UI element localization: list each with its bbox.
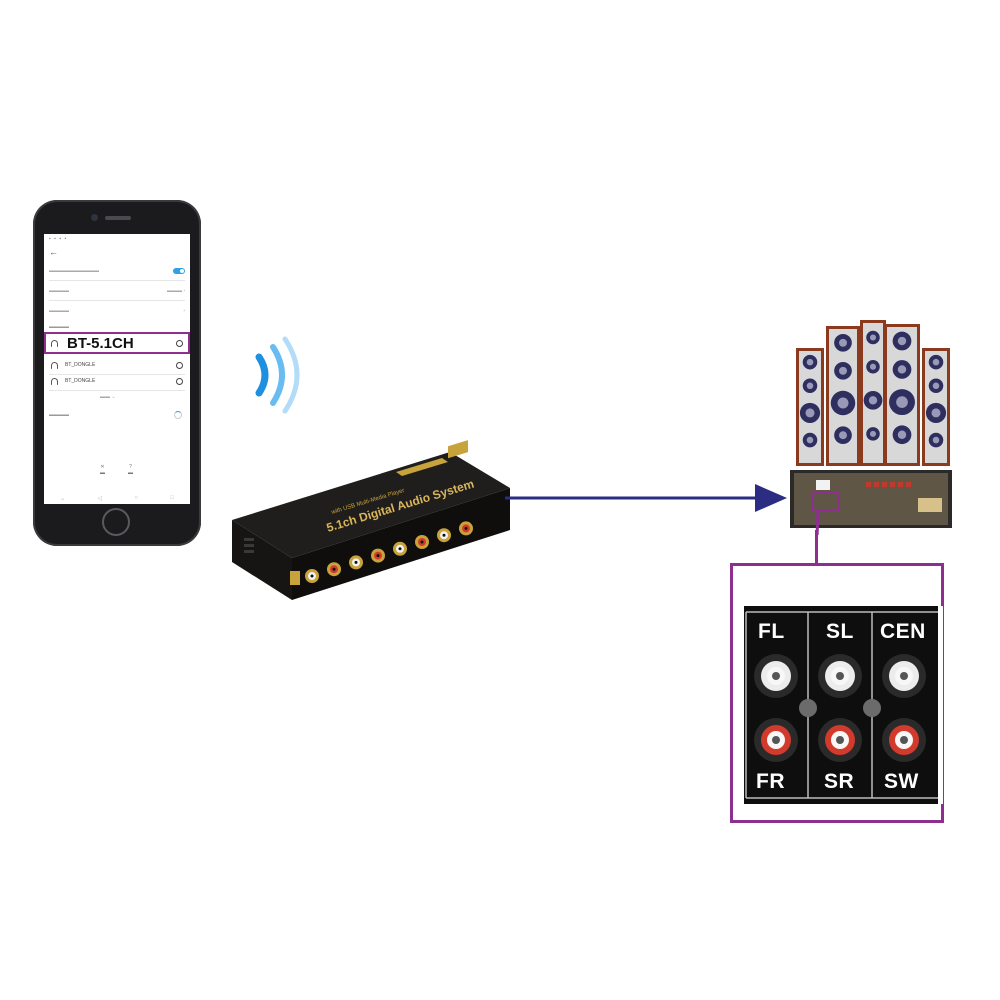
- label-sw: SW: [884, 770, 919, 793]
- speaker-driver-cap: [806, 382, 814, 390]
- panel-screw: [799, 699, 817, 717]
- rca-jack-pin: [772, 672, 780, 680]
- label-sr: SR: [824, 770, 855, 793]
- speaker-driver-cap: [805, 408, 815, 418]
- bluetooth-toggle[interactable]: [173, 268, 185, 274]
- help-icon[interactable]: ?▬: [128, 464, 133, 476]
- received-files-row[interactable]: ▬▬▬▬ ›: [49, 304, 185, 318]
- speaker-driver-cap: [897, 430, 907, 439]
- speaker-driver-cap: [932, 358, 940, 366]
- speaker-driver-cap: [869, 363, 877, 370]
- power-port: [290, 571, 300, 585]
- speaker-driver-cap: [839, 338, 847, 347]
- chevron-right-icon: ▬▬▬ ›: [166, 288, 185, 294]
- bluetooth-settings-screen: ▪ ▪ ▪ ▪ ← ▬▬▬▬▬▬▬▬▬▬ ▬▬▬▬ ▬▬▬ › ▬▬▬▬ › ▬…: [44, 234, 190, 504]
- divider: [49, 374, 185, 375]
- row-text: ▬▬▬▬: [49, 288, 69, 294]
- digital-audio-converter: 5.1ch Digital Audio System with USB Mult…: [232, 440, 510, 600]
- speaker-system: [790, 320, 952, 535]
- label-fl: FL: [758, 620, 785, 643]
- speaker-driver-cap: [869, 430, 877, 437]
- status-bar: ▪ ▪ ▪ ▪: [49, 236, 68, 242]
- panel-screw: [863, 699, 881, 717]
- receiver-jack-block: [816, 480, 830, 490]
- show-more-toggle[interactable]: ▬▬ ⌄: [100, 394, 116, 400]
- paired-device-bt-5-1ch[interactable]: BT-5.1CH: [67, 335, 134, 352]
- speaker-driver-cap: [869, 334, 877, 341]
- smartphone: ▪ ▪ ▪ ▪ ← ▬▬▬▬▬▬▬▬▬▬ ▬▬▬▬ ▬▬▬ › ▬▬▬▬ › ▬…: [33, 200, 201, 546]
- speaker-driver-cap: [932, 382, 940, 390]
- speaker-driver-cap: [806, 436, 814, 444]
- speaker-driver-cap: [868, 396, 878, 405]
- speaker-driver-cap: [932, 436, 940, 444]
- connection-arrow: [505, 484, 787, 512]
- rca-jack-pin: [836, 736, 844, 744]
- rca-jack-pin: [772, 736, 780, 744]
- speaker-driver-cap: [897, 365, 907, 374]
- paired-device-dongle-2[interactable]: BT_DONGLE: [65, 378, 96, 384]
- row-text: ▬▬▬▬▬▬▬▬▬▬: [49, 268, 99, 274]
- nav-back-icon[interactable]: ◁: [97, 495, 103, 502]
- paired-device-dongle-1[interactable]: BT_DONGLE: [65, 362, 96, 368]
- chevron-right-icon: ›: [183, 308, 185, 314]
- settings-gear-icon[interactable]: [176, 362, 183, 369]
- divider: [49, 280, 185, 281]
- available-devices-header: ▬▬▬▬: [49, 412, 69, 418]
- nav-recent-icon[interactable]: □: [170, 495, 174, 501]
- speaker-driver-cap: [931, 408, 941, 418]
- speakers: [796, 320, 950, 466]
- bluetooth-toggle-row[interactable]: ▬▬▬▬▬▬▬▬▬▬: [49, 264, 185, 278]
- speaker-driver-cap: [839, 431, 847, 440]
- rca-jack-pin: [836, 672, 844, 680]
- callout-line: [815, 530, 818, 566]
- converter-rca-jack-pin: [332, 567, 336, 571]
- highlighted-device-frame: [44, 332, 190, 354]
- converter-rca-jack-pin: [376, 554, 380, 558]
- scanning-spinner-icon: [174, 411, 182, 419]
- hdmi-port: [448, 440, 468, 459]
- converter-rca-jack-pin: [420, 540, 424, 544]
- rca-jack-pin: [900, 672, 908, 680]
- converter-rca-jack-pin: [398, 547, 402, 551]
- camera-icon: [91, 214, 98, 221]
- nav-down-icon[interactable]: ⌄: [60, 495, 66, 502]
- converter-rca-jack-pin: [442, 533, 446, 537]
- rca-output-row: [305, 521, 473, 583]
- headphones-icon: [51, 340, 58, 347]
- earpiece: [105, 216, 131, 220]
- speaker-driver-cap: [806, 358, 814, 366]
- nav-home-icon[interactable]: ○: [134, 495, 138, 501]
- headphones-icon: [51, 378, 58, 385]
- speaker-driver-cap: [837, 397, 849, 409]
- speaker-driver-cap: [897, 336, 907, 346]
- converter-rca-jack-pin: [310, 574, 314, 578]
- label-sl: SL: [826, 620, 854, 643]
- back-arrow-icon[interactable]: ←: [49, 247, 58, 257]
- rca-jack-panel: [744, 606, 943, 804]
- speaker-driver-cap: [839, 366, 847, 375]
- divider: [49, 390, 185, 391]
- row-text: ▬▬▬▬: [49, 308, 69, 314]
- converter-rca-jack-pin: [354, 560, 358, 564]
- divider: [49, 300, 185, 301]
- speaker-driver-cap: [896, 396, 908, 408]
- settings-gear-icon[interactable]: [176, 340, 183, 347]
- converter-rca-jack-pin: [464, 526, 468, 530]
- home-button: [102, 508, 130, 536]
- label-fr: FR: [756, 770, 785, 793]
- device-name-row[interactable]: ▬▬▬▬ ▬▬▬ ›: [49, 284, 185, 298]
- jack-highlight: [811, 491, 839, 511]
- stop-scan-icon[interactable]: ✕▬: [100, 464, 105, 476]
- paired-devices-header: ▬▬▬▬: [49, 324, 69, 330]
- headphones-icon: [51, 362, 58, 369]
- rca-jack-pin: [900, 736, 908, 744]
- label-cen: CEN: [880, 620, 926, 643]
- settings-gear-icon[interactable]: [176, 378, 183, 385]
- android-nav-bar: ⌄ ◁ ○ □: [44, 492, 190, 504]
- bluetooth-signal-icon: [255, 336, 300, 414]
